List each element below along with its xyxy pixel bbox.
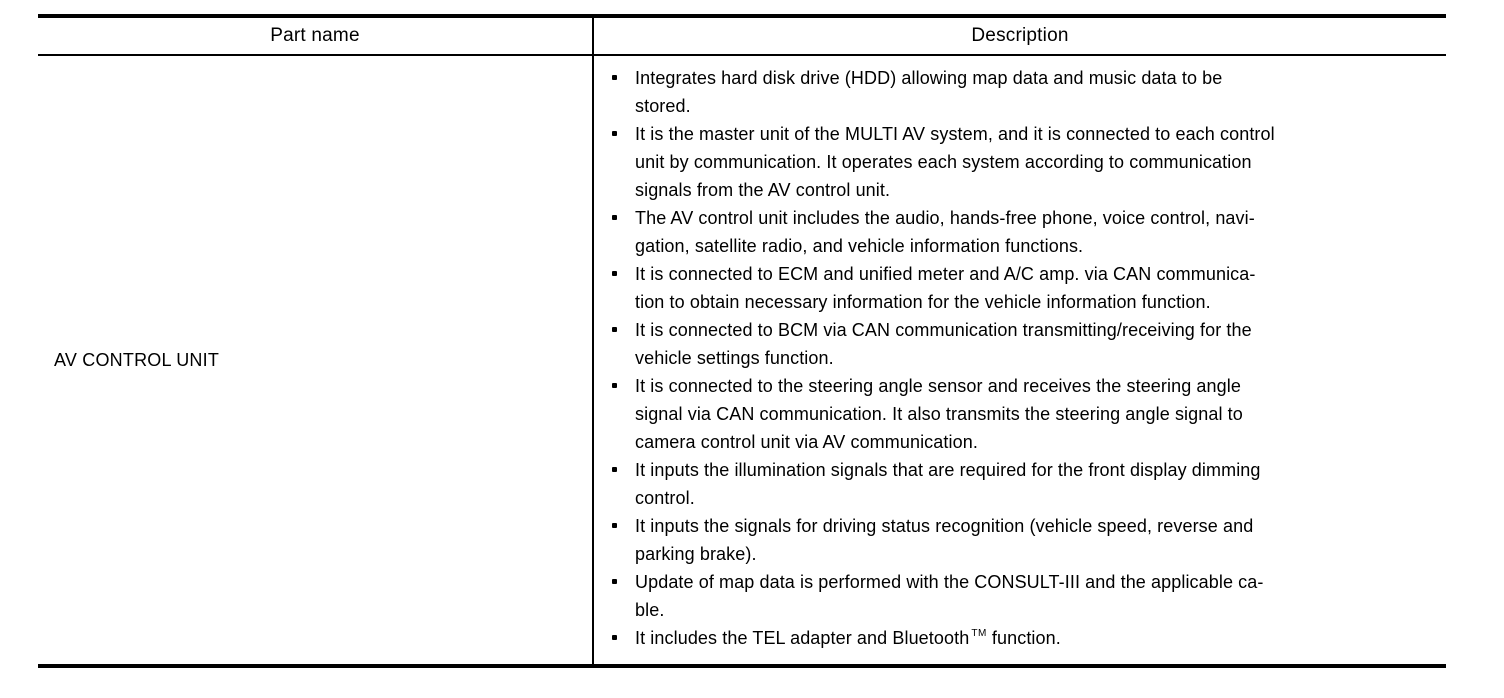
- list-item: It inputs the illumination signals that …: [594, 456, 1442, 512]
- list-item: It is connected to ECM and unified meter…: [594, 260, 1442, 316]
- table-header-part-name: Part name: [270, 25, 360, 46]
- description-line: Update of map data is performed with the…: [635, 572, 1264, 592]
- list-item: It is connected to BCM via CAN communica…: [594, 316, 1442, 372]
- description-line: tion to obtain necessary information for…: [635, 292, 1211, 312]
- description-line: camera control unit via AV communication…: [635, 432, 978, 452]
- bullet-icon: [612, 215, 617, 220]
- description-line: gation, satellite radio, and vehicle inf…: [635, 236, 1084, 256]
- description-line: stored.: [635, 96, 691, 116]
- description-line: vehicle settings function.: [635, 348, 834, 368]
- parts-description-table: Part name Description AV CONTROL UNIT In…: [38, 14, 1446, 668]
- bluetooth-text: It includes the TEL adapter and Bluetoot…: [635, 628, 970, 648]
- description-line: ble.: [635, 600, 665, 620]
- description-line: unit by communication. It operates each …: [635, 152, 1252, 172]
- list-item: It is the master unit of the MULTI AV sy…: [594, 120, 1442, 204]
- list-item: Integrates hard disk drive (HDD) allowin…: [594, 64, 1442, 120]
- description-line: It inputs the illumination signals that …: [635, 460, 1261, 480]
- description-line: It is the master unit of the MULTI AV sy…: [635, 124, 1275, 144]
- table-header-row: Part name Description: [38, 18, 1446, 56]
- list-item: It includes the TEL adapter and Bluetoot…: [594, 624, 1442, 656]
- description-line: signals from the AV control unit.: [635, 180, 891, 200]
- list-item: It inputs the signals for driving status…: [594, 512, 1442, 568]
- bullet-icon: [612, 635, 617, 640]
- list-item: Update of map data is performed with the…: [594, 568, 1442, 624]
- description-line: signal via CAN communication. It also tr…: [635, 404, 1243, 424]
- description-cell: Integrates hard disk drive (HDD) allowin…: [592, 56, 1446, 664]
- description-line: It is connected to BCM via CAN communica…: [635, 320, 1252, 340]
- description-line: parking brake).: [635, 544, 757, 564]
- description-line: It is connected to ECM and unified meter…: [635, 264, 1256, 284]
- bluetooth-text-end: function.: [986, 628, 1061, 648]
- bullet-icon: [612, 383, 617, 388]
- description-line: It is connected to the steering angle se…: [635, 376, 1241, 396]
- table-row: AV CONTROL UNIT Integrates hard disk dri…: [38, 56, 1446, 664]
- description-line: control.: [635, 488, 695, 508]
- list-item: It is connected to the steering angle se…: [594, 372, 1442, 456]
- bullet-icon: [612, 467, 617, 472]
- bullet-icon: [612, 271, 617, 276]
- description-line: The AV control unit includes the audio, …: [635, 208, 1255, 228]
- bullet-icon: [612, 75, 617, 80]
- bullet-icon: [612, 579, 617, 584]
- description-line: Integrates hard disk drive (HDD) allowin…: [635, 68, 1223, 88]
- trademark-symbol: TM: [971, 628, 987, 639]
- description-line: It inputs the signals for driving status…: [635, 516, 1254, 536]
- part-name-cell: AV CONTROL UNIT: [54, 349, 220, 370]
- bullet-icon: [612, 131, 617, 136]
- bullet-icon: [612, 523, 617, 528]
- list-item: The AV control unit includes the audio, …: [594, 204, 1442, 260]
- description-line: It includes the TEL adapter and Bluetoot…: [635, 624, 1061, 656]
- table-header-description: Description: [592, 18, 1446, 54]
- bullet-icon: [612, 327, 617, 332]
